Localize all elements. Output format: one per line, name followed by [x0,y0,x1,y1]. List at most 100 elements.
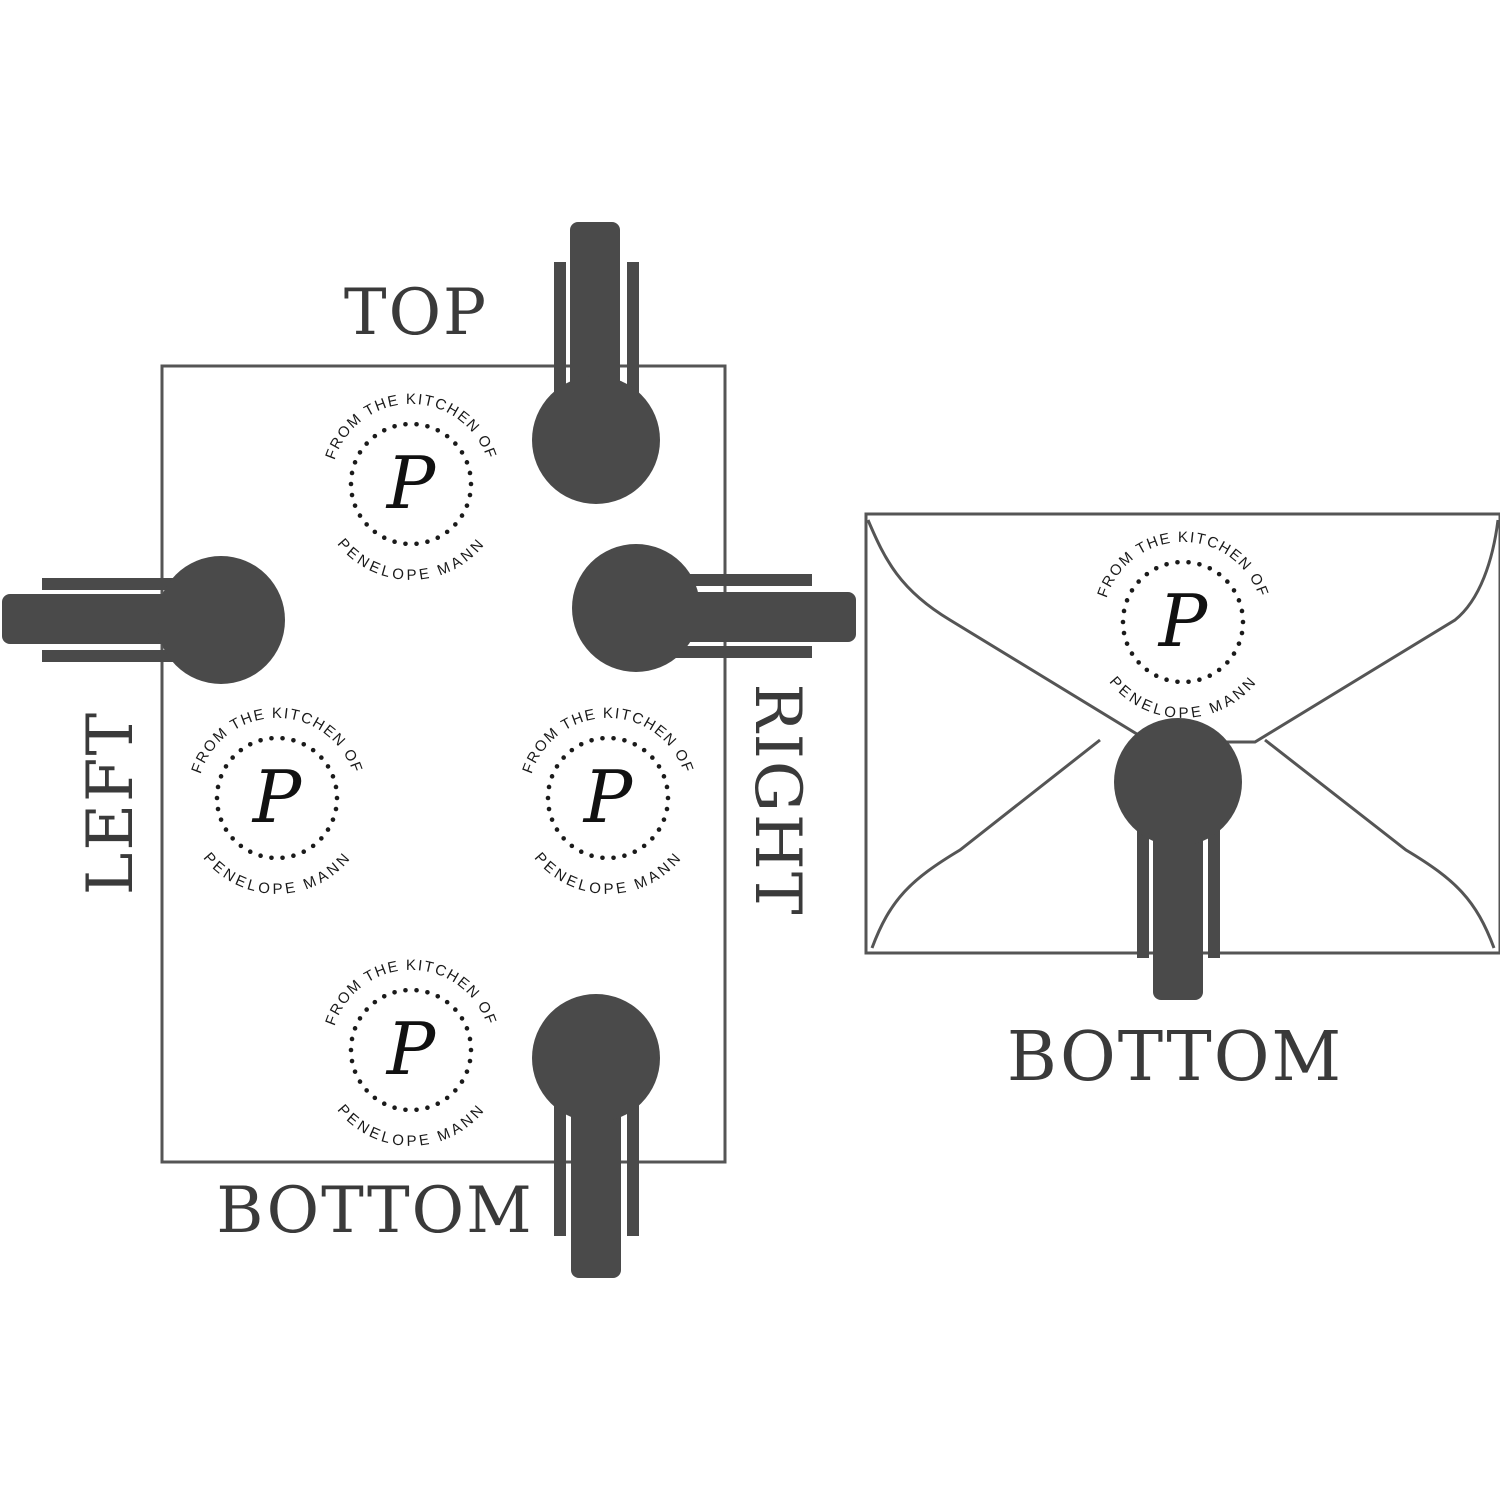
stamp-dot [310,843,316,849]
stamp-dot [546,784,552,790]
stamp-dot [561,755,566,760]
stamp-dot [403,421,408,427]
stamp-dot [464,460,470,465]
label-left: LEFT [74,711,148,895]
stamp-dot [349,492,355,498]
stamp-dot [230,836,235,841]
stamp-dot [546,806,552,812]
stamp-dot [435,535,441,541]
stamp-dot [352,1026,358,1031]
stamp-dot [549,774,555,779]
embosser-left [2,556,285,684]
stamp-dot [611,855,616,861]
stamp-dot [381,427,387,433]
stamp-dot [1225,579,1230,584]
stamp-dot [467,470,473,476]
stamp-dot [467,1058,473,1064]
stamp-dot [1124,641,1130,646]
stamp-dot [1231,588,1237,593]
stamp-dot [364,1088,369,1093]
stamp-dot [468,481,474,487]
stamp-dot [1144,571,1150,577]
stamp-dot [372,433,378,439]
stamp-dot [464,1026,470,1031]
stamp-dot [589,853,594,859]
stamp-dot [554,764,560,769]
stamp-dot [258,737,263,743]
stamp-dot [453,1088,458,1093]
stamp-dot [1164,561,1169,567]
stamp-dot [661,817,667,822]
stamp-dot [230,755,235,760]
stamp-monogram: P [385,1007,437,1091]
label-envelope-bottom: BOTTOM [1007,1018,1343,1097]
stamp-dot [372,1095,378,1101]
stamp-dot [333,784,339,790]
embosser-envelope-prong-right [1208,800,1220,958]
embosser-envelope-head [1114,718,1242,846]
stamp-dot [650,836,655,841]
stamp-dot [435,427,441,433]
stamp-dot [223,827,229,832]
stamp-dot [1231,651,1237,656]
stamp-dot [1186,559,1191,565]
stamp-dot-ring [545,735,671,861]
stamp-dot [622,737,627,743]
embosser-bottom-head [532,994,660,1122]
stamp-dot [310,747,316,753]
stamp-dot [1236,598,1242,603]
stamp-dot [1207,673,1213,679]
embosser-bottom-prong-left [554,1080,566,1236]
stamp-dot [1175,559,1180,565]
stamp-dot [467,492,473,498]
stamp-dot [247,849,253,855]
stamp-dot [589,737,594,743]
stamp-dot [403,1107,408,1113]
stamp-dot [425,989,430,995]
stamp-dot [578,741,584,747]
stamp-dot-ring [1120,559,1246,685]
stamp-dot [435,1101,441,1107]
embosser-right [572,544,856,672]
stamp-dot [357,513,363,518]
stamp-dot-ring [348,987,474,1113]
stamp-dot [352,460,358,465]
stamp-dot [352,1069,358,1074]
stamp-dot [1216,571,1222,577]
stamp-dot [1144,667,1150,673]
stamp-dot [1164,677,1169,683]
stamp-dot [357,450,363,455]
stamp-dot [425,423,430,429]
stamp-dot [349,470,355,476]
stamp-dot [444,529,450,535]
stamp-dot [459,513,465,518]
stamp-dot [392,989,397,995]
stamp-dot [1153,673,1159,679]
stamp-dot [414,1107,419,1113]
stamp-dot [1239,608,1245,614]
stamp-dot [549,817,555,822]
envelope-right-fold [1264,738,1496,949]
stamp-dot [1124,598,1130,603]
stamp-dot [1225,660,1230,665]
stamp-dot [1121,630,1127,636]
stamp-dot [1129,588,1135,593]
stamp-dot [364,522,369,527]
stamp-dot [464,1069,470,1074]
embosser-envelope [1114,718,1242,1000]
stamp-dot [1197,561,1202,567]
stamp-dot [622,853,627,859]
stamp-dot [1175,679,1180,685]
embosser-bottom-prong-right [627,1080,639,1236]
stamp-dot [1207,565,1213,571]
stamp-dot [325,764,331,769]
stamp-dot [348,1047,354,1053]
stamp-dot [357,1016,363,1021]
stamp-dot [656,764,662,769]
stamp-dot [392,423,397,429]
stamp-monogram: P [1157,579,1209,663]
stamp-dot [569,747,575,753]
stamp-dot [215,784,221,790]
label-bottom: BOTTOM [216,1174,533,1248]
stamp-dot [656,827,662,832]
